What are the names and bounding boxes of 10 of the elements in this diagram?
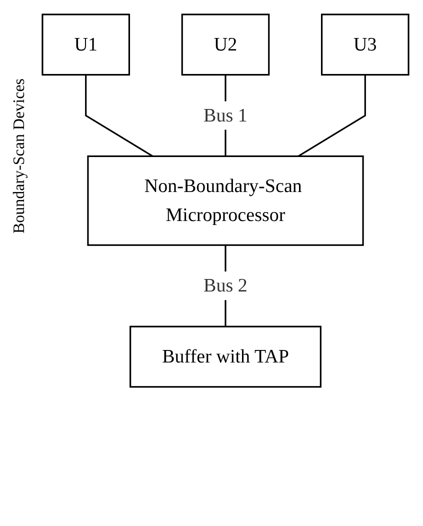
node-box: Buffer with TAP xyxy=(130,326,322,388)
node-box: U2 xyxy=(181,14,270,76)
connector xyxy=(298,74,366,157)
connector xyxy=(85,74,154,157)
edge-label: Bus 2 xyxy=(204,274,248,296)
node-box: U1 xyxy=(42,14,130,76)
axis-label: Boundary-Scan Devices xyxy=(11,78,29,234)
node-box: Non-Boundary-Scan Microprocessor xyxy=(87,155,364,246)
node-box: U3 xyxy=(320,14,410,76)
edge-label: Bus 1 xyxy=(204,104,248,126)
